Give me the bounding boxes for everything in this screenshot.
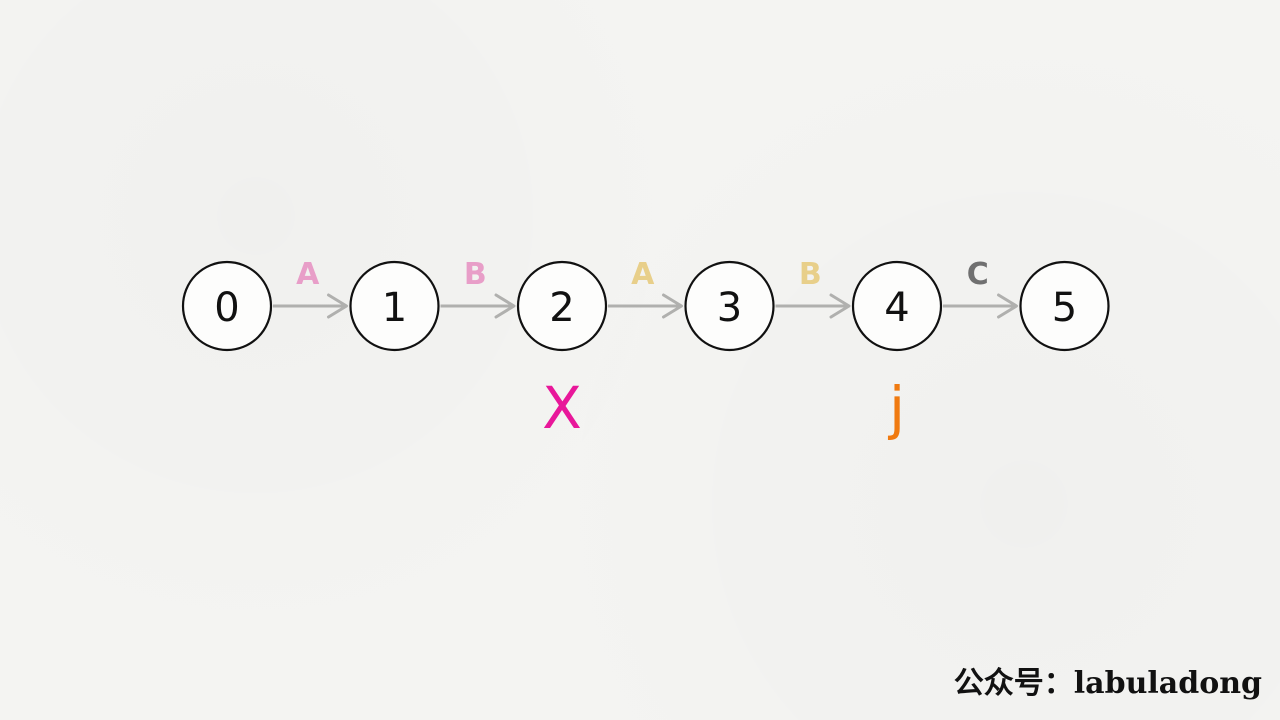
node-circle [1019,260,1110,352]
edge-1-2: B [440,257,516,319]
edge-4-5: C [943,257,1018,319]
state-node-2: 2 [516,260,608,352]
watermark-text: 公众号：labuladong [953,666,1262,701]
edge-0-1: A [273,257,348,319]
edge-label: A [296,257,320,292]
node-label: 2 [549,285,574,331]
node-circle [851,260,943,352]
node-label: 3 [717,285,742,331]
edge-label: C [967,257,989,292]
pointer-label-X: X [542,374,582,442]
edge-3-4: B [775,257,851,319]
state-node-4: 4 [851,260,943,352]
node-label: 4 [884,285,909,331]
node-label: 5 [1052,285,1077,331]
node-circle [516,260,608,352]
edge-2-3: A [608,257,683,319]
arrow-head-icon [997,293,1018,319]
node-circle [349,260,440,352]
arrow-head-icon [662,293,683,319]
state-node-5: 5 [1019,260,1110,352]
node-label: 1 [382,285,407,331]
arrow-head-icon [327,293,348,319]
arrow-head-icon [829,293,851,319]
node-circle [684,260,775,352]
edge-label: A [631,257,655,292]
pointer-label-j: j [887,374,905,442]
arrow-head-icon [494,293,516,319]
edge-label: B [464,257,487,292]
state-node-0: 0 [181,260,273,352]
node-circle [181,260,273,352]
state-node-3: 3 [684,260,775,352]
edge-label: B [799,257,822,292]
state-node-1: 1 [349,260,440,352]
node-label: 0 [214,285,239,331]
